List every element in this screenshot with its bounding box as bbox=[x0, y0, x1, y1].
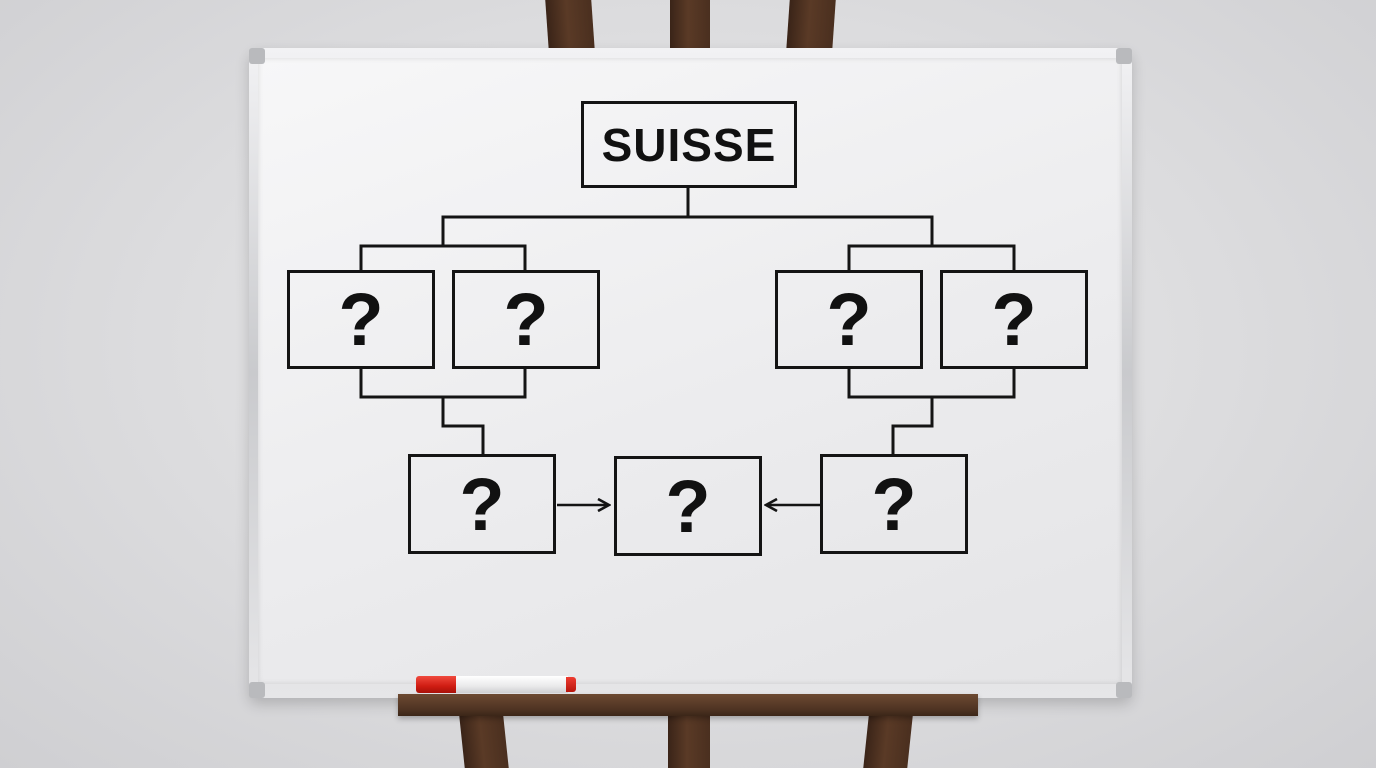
whiteboard-surface bbox=[258, 58, 1122, 684]
node-label: ? bbox=[503, 278, 549, 361]
node-bottom-left: ? bbox=[408, 454, 556, 554]
frame-corner-top-right bbox=[1116, 48, 1132, 64]
node-label: ? bbox=[665, 464, 711, 548]
connector-left-merge-drop bbox=[441, 395, 485, 456]
connector-right-merge-drop bbox=[891, 395, 934, 456]
frame-corner-bottom-right bbox=[1116, 682, 1132, 698]
easel-tray bbox=[398, 694, 978, 716]
node-top-right-a: ? bbox=[775, 270, 923, 369]
node-label: ? bbox=[459, 462, 505, 546]
marker-end-cap bbox=[566, 677, 576, 692]
node-label: ? bbox=[991, 278, 1037, 361]
node-bottom-center: ? bbox=[614, 456, 762, 556]
marker-body bbox=[456, 676, 568, 693]
node-label: ? bbox=[871, 462, 917, 546]
easel-leg-back bbox=[670, 0, 710, 50]
easel-leg-bottom-middle bbox=[668, 716, 710, 768]
node-bottom-right: ? bbox=[820, 454, 968, 554]
frame-corner-bottom-left bbox=[249, 682, 265, 698]
root-node-box: SUISSE bbox=[581, 101, 797, 188]
node-label: ? bbox=[338, 278, 384, 361]
node-top-left-a: ? bbox=[287, 270, 435, 369]
frame-corner-top-left bbox=[249, 48, 265, 64]
root-node-label: SUISSE bbox=[601, 118, 777, 171]
node-top-left-b: ? bbox=[452, 270, 600, 369]
node-label: ? bbox=[826, 278, 872, 361]
node-top-right-b: ? bbox=[940, 270, 1088, 369]
red-marker[interactable] bbox=[416, 676, 576, 693]
marker-cap bbox=[416, 676, 456, 693]
